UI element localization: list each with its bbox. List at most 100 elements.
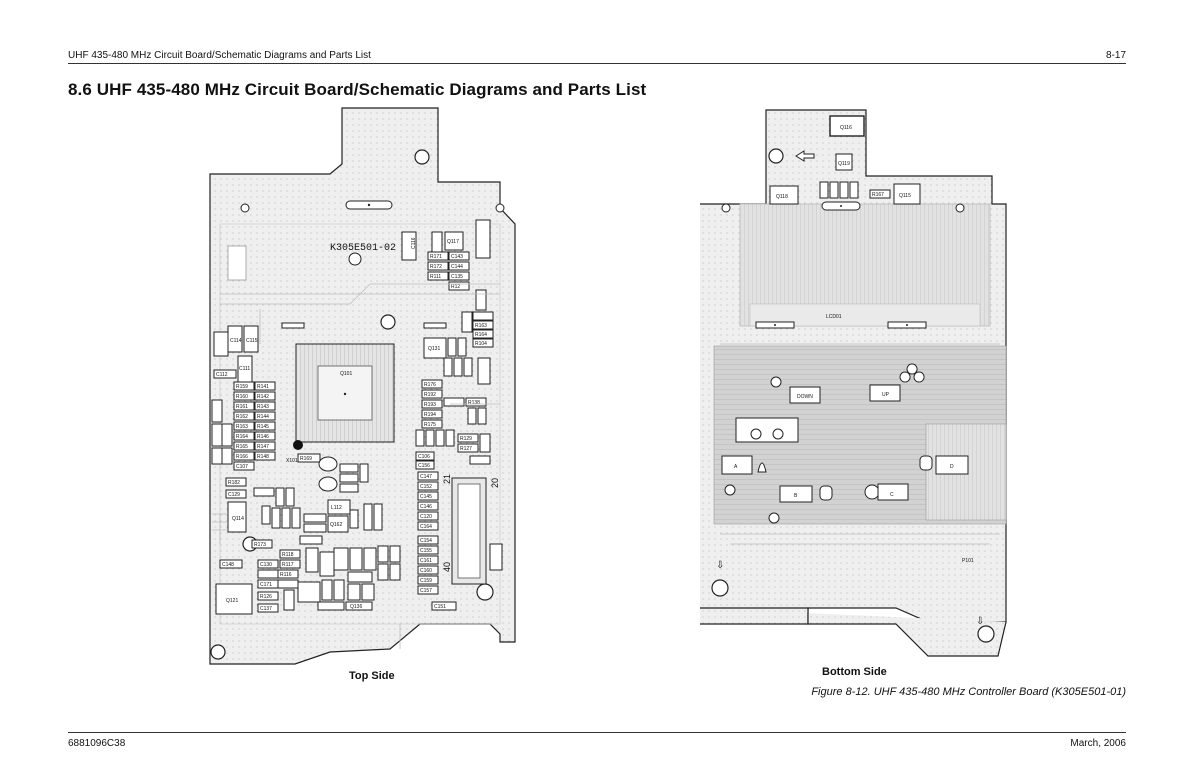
svg-text:R160: R160 [236,394,248,400]
svg-text:40: 40 [442,562,452,572]
svg-text:R12: R12 [451,284,460,290]
svg-text:R145: R145 [257,424,269,430]
svg-text:D: D [950,464,954,470]
svg-text:C107: C107 [236,464,248,470]
svg-text:C171: C171 [260,582,272,588]
figure-caption: Figure 8-12. UHF 435-480 MHz Controller … [811,686,1126,698]
svg-text:R126: R126 [260,594,272,600]
svg-text:Q162: Q162 [330,522,342,528]
svg-text:C156: C156 [418,463,430,469]
svg-text:C111: C111 [239,366,250,372]
svg-text:R143: R143 [257,404,269,410]
svg-text:R192: R192 [424,392,436,398]
svg-text:C120: C120 [420,514,432,520]
svg-text:21: 21 [442,474,452,484]
svg-text:R176: R176 [424,382,436,388]
top-component-group-mid: R176 R192 R193 R194 R175 R138 R129 R127 … [415,379,491,470]
svg-text:R172: R172 [430,264,442,270]
svg-text:R171: R171 [430,254,442,260]
svg-text:Q131: Q131 [428,346,440,352]
svg-text:R169: R169 [300,456,312,462]
svg-text:R162: R162 [236,414,248,420]
svg-text:⇩: ⇩ [716,560,724,571]
svg-text:C: C [890,492,894,498]
svg-text:C129: C129 [228,492,240,498]
svg-text:R111: R111 [430,274,441,280]
svg-text:R175: R175 [424,422,436,428]
svg-text:C154: C154 [420,538,432,544]
svg-text:C145: C145 [420,494,432,500]
svg-text:R165: R165 [236,444,248,450]
svg-text:C143: C143 [451,254,463,260]
svg-text:R148: R148 [257,454,269,460]
svg-text:R138: R138 [468,400,480,406]
svg-text:R173: R173 [254,542,266,548]
svg-text:A: A [734,464,738,470]
document-number: 6881096C38 [68,738,126,749]
svg-text:R161: R161 [236,404,248,410]
svg-text:C159: C159 [420,578,432,584]
svg-text:C161: C161 [420,558,432,564]
page-number: 8-17 [1105,50,1126,61]
svg-text:C148: C148 [222,562,234,568]
svg-text:C152: C152 [420,484,432,490]
svg-text:C114: C114 [230,338,242,344]
svg-text:R182: R182 [228,480,240,486]
svg-text:Q115: Q115 [899,193,911,199]
svg-text:C116: C116 [411,237,417,249]
svg-text:20: 20 [490,478,500,488]
svg-text:C146: C146 [420,504,432,510]
publication-date: March, 2006 [1070,738,1126,749]
svg-text:R144: R144 [257,414,269,420]
mounting-hole [414,149,430,165]
top-side-label: Top Side [349,670,395,682]
svg-text:Q101: Q101 [340,371,352,377]
svg-text:C157: C157 [420,588,432,594]
svg-text:R166: R166 [236,454,248,460]
svg-text:R193: R193 [424,402,436,408]
bottom-side-label: Bottom Side [822,666,887,678]
svg-text:Q119: Q119 [838,161,850,167]
svg-text:C106: C106 [418,454,430,460]
svg-text:L112: L112 [331,505,342,511]
svg-text:R163: R163 [236,424,248,430]
svg-text:Q121: Q121 [226,598,238,604]
svg-text:R146: R146 [257,434,269,440]
svg-text:C115: C115 [246,338,258,344]
section-title: 8.6 UHF 435-480 MHz Circuit Board/Schema… [68,80,647,99]
svg-text:C164: C164 [420,524,432,530]
svg-text:R164: R164 [236,434,248,440]
svg-text:UP: UP [882,392,890,398]
svg-text:Q114: Q114 [232,516,244,522]
svg-text:R118: R118 [282,552,294,558]
top-component-group-left: C114 C115 C112 C111 [211,325,259,465]
svg-text:R129: R129 [460,436,472,442]
svg-text:R117: R117 [282,562,294,568]
svg-text:C135: C135 [451,274,463,280]
svg-text:R167: R167 [872,192,884,198]
svg-text:R159: R159 [236,384,248,390]
svg-text:LCD01: LCD01 [826,314,842,320]
svg-text:DOWN: DOWN [797,394,813,400]
running-title: UHF 435-480 MHz Circuit Board/Schematic … [68,50,371,61]
bottom-side-board: LCD01 Q116 Q119 Q118 R167 Q115 DOWN UP A… [700,109,1007,657]
svg-text:B: B [794,493,798,499]
svg-text:Q118: Q118 [776,194,788,200]
svg-text:R116: R116 [280,572,292,578]
svg-text:R164: R164 [475,332,487,338]
svg-text:X101: X101 [286,458,298,464]
svg-text:R194: R194 [424,412,436,418]
footer-rule [68,732,1126,733]
svg-text:C155: C155 [420,548,432,554]
svg-text:R163: R163 [475,323,487,329]
svg-text:C151: C151 [434,604,446,610]
svg-text:C130: C130 [260,562,272,568]
svg-text:⇩: ⇩ [976,616,984,627]
header-rule [68,63,1126,64]
svg-text:Q136: Q136 [350,604,362,610]
svg-text:C160: C160 [420,568,432,574]
top-component-group-right-lower: C147 C152 C145 C146 C120 C164 C154 C155 … [417,471,503,611]
svg-text:C137: C137 [260,606,272,612]
svg-text:P101: P101 [962,558,974,564]
svg-text:R142: R142 [257,394,269,400]
